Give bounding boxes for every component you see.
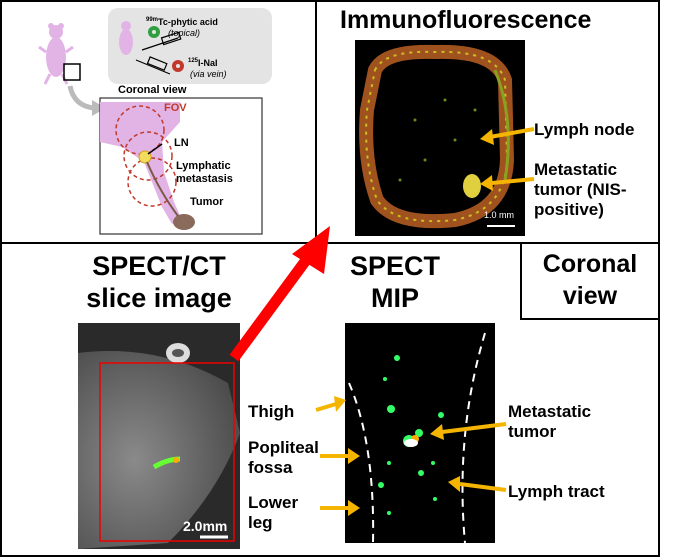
coronal-line2: view (562, 282, 618, 310)
tracer2-name: I-NaI (198, 58, 218, 68)
coronal-view-label-box: Coronal view (520, 248, 660, 312)
immunofluorescence-title: Immunofluorescence (340, 6, 592, 34)
schematic-drawing (38, 8, 272, 235)
tracer1-text: 99mTc-phytic acid (topical) (128, 15, 268, 39)
spect-mip-title-line1: SPECT (349, 251, 441, 281)
arrow-lymph-node-icon (480, 127, 535, 145)
label-thigh: Thigh (248, 402, 295, 421)
arrow-metastatic-tumor-if-icon (480, 175, 535, 191)
if-scale-bar-label: 1.0 mm (484, 210, 515, 220)
label-popliteal-fossa: Popliteal fossa (248, 438, 319, 478)
if-label-metastatic-tumor: Metastatic tumor (NIS- positive) (534, 160, 627, 220)
tracer2-route: (via vein) (190, 69, 227, 79)
arrow-lower-leg-icon (320, 500, 360, 516)
spect-ct-title-line1: SPECT/CT (92, 251, 226, 281)
big-red-arrow-icon (229, 226, 330, 362)
coronal-view-label: Coronal view (118, 84, 187, 96)
label-metastatic-tumor: Metastatic tumor (508, 402, 591, 442)
if-metastatic-line3: positive) (534, 200, 604, 219)
lymphatic-line2: metastasis (176, 173, 233, 185)
tracer1-isotope: 99m (146, 17, 159, 23)
tracer2-text: 125I-NaI (via vein) (188, 56, 268, 80)
tracer1-name: Tc-phytic acid (158, 17, 218, 27)
spect-mip-title-line2: MIP (370, 283, 419, 313)
tracer2-isotope: 125 (188, 58, 199, 64)
zoom-arrow-icon (67, 85, 95, 111)
spect-mip-image (345, 323, 495, 543)
label-lower-leg: Lower leg (248, 493, 298, 533)
tracer1-route: (topical) (168, 28, 201, 38)
lymphatic-metastasis-label: Lymphatic metastasis (176, 160, 233, 186)
radiation-icon-green (148, 26, 160, 38)
spect-ct-image (78, 323, 240, 549)
spect-ct-title-line2: slice image (86, 283, 232, 313)
tumor-label: Tumor (190, 196, 224, 208)
ct-scale-bar-label: 2.0mm (183, 518, 228, 534)
tumor-shape (173, 214, 195, 230)
arrow-thigh-icon (315, 396, 346, 412)
lower-line2: leg (248, 513, 273, 532)
syringe-icon-1 (141, 31, 182, 51)
popliteal-line1: Popliteal (248, 438, 319, 457)
ln-label: LN (174, 137, 189, 149)
if-metastatic-line2: tumor (NIS- (534, 180, 627, 199)
spect-ct-title: SPECT/CT slice image (70, 250, 248, 314)
coronal-line1: Coronal (542, 250, 638, 278)
mip-metastatic-line1: Metastatic (508, 402, 592, 421)
syringe-icon-2 (135, 56, 171, 75)
spect-mip-title: SPECT MIP (340, 250, 450, 314)
mip-metastatic-line2: tumor (508, 422, 557, 441)
limb-shape (100, 102, 182, 224)
popliteal-line2: fossa (248, 458, 293, 477)
arrow-metastatic-tumor-icon (430, 422, 507, 440)
arrow-lymph-tract-icon (448, 476, 507, 492)
lymphatic-line1: Lymphatic (176, 160, 231, 172)
if-arrows (480, 127, 535, 191)
label-lymph-tract: Lymph tract (508, 482, 605, 501)
coronal-view-box (520, 242, 660, 320)
fov-label: FOV (164, 102, 187, 114)
if-metastatic-line1: Metastatic (534, 160, 618, 179)
fluorescence-image (355, 40, 525, 236)
arrow-popliteal-icon (320, 448, 360, 464)
lower-line1: Lower (248, 493, 299, 512)
mip-arrows (315, 396, 507, 516)
mouse-icon (38, 23, 81, 85)
radiation-icon-red (172, 60, 184, 72)
if-label-lymph-node: Lymph node (534, 120, 635, 139)
